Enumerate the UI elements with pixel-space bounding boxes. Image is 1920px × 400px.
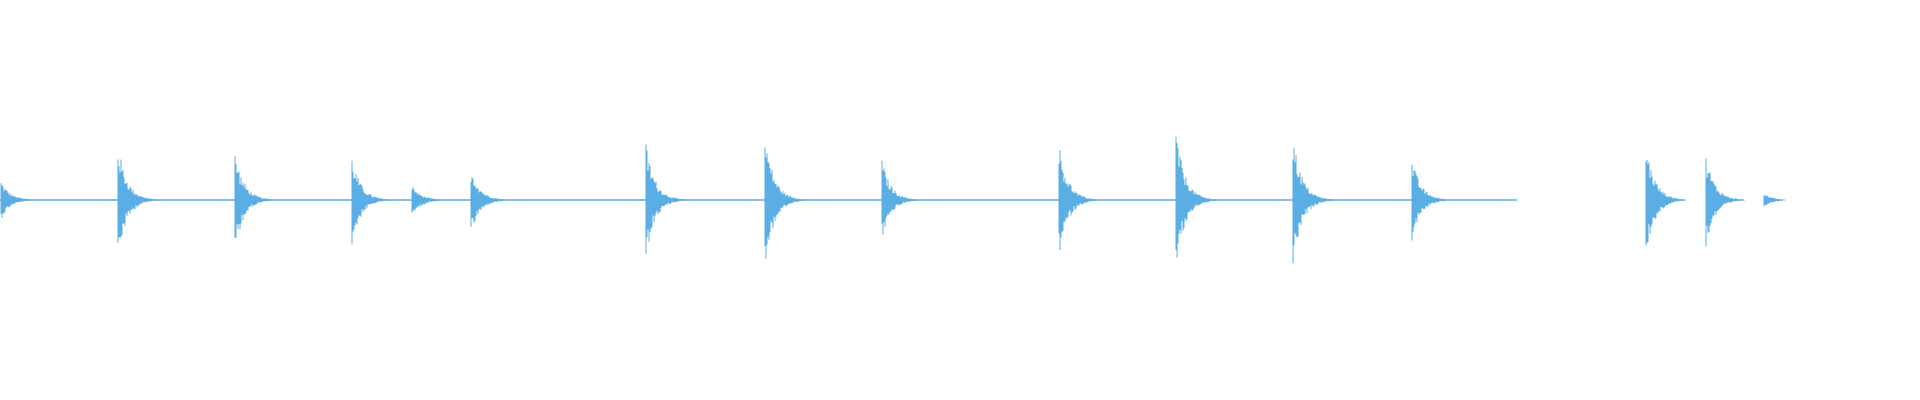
transient-envelope [470,177,508,227]
waveform-transient [1411,164,1449,241]
transient-envelope [0,183,30,218]
waveform-transient [1292,147,1335,264]
waveform-transient [234,155,273,238]
transient-envelope [411,186,441,213]
waveform-transient [1705,158,1745,247]
transient-envelope [1175,136,1218,258]
transient-envelope [645,144,687,254]
transient-envelope [1058,150,1098,250]
waveform-transient [1175,136,1218,258]
waveform-transient [764,147,807,259]
waveform-transient [351,160,390,244]
waveform-transient [645,144,687,254]
transient-envelope [234,155,273,238]
transient-envelope [1411,164,1449,241]
transient-envelope [1763,195,1786,207]
transient-envelope [1705,158,1745,247]
waveform-transient [0,183,30,218]
transient-envelope [351,160,390,244]
waveform-transient [117,159,160,243]
transient-envelope [764,147,807,259]
waveform-transient [470,177,508,227]
waveform-transients [0,136,1786,264]
transient-envelope [1292,147,1335,264]
waveform-transient [1645,159,1686,246]
waveform-transient [411,186,441,213]
transient-envelope [881,160,920,235]
waveform-transient [1058,150,1098,250]
waveform-transient [1763,195,1786,207]
transient-envelope [117,159,160,243]
waveform-transient [881,160,920,235]
transient-envelope [1645,159,1686,246]
